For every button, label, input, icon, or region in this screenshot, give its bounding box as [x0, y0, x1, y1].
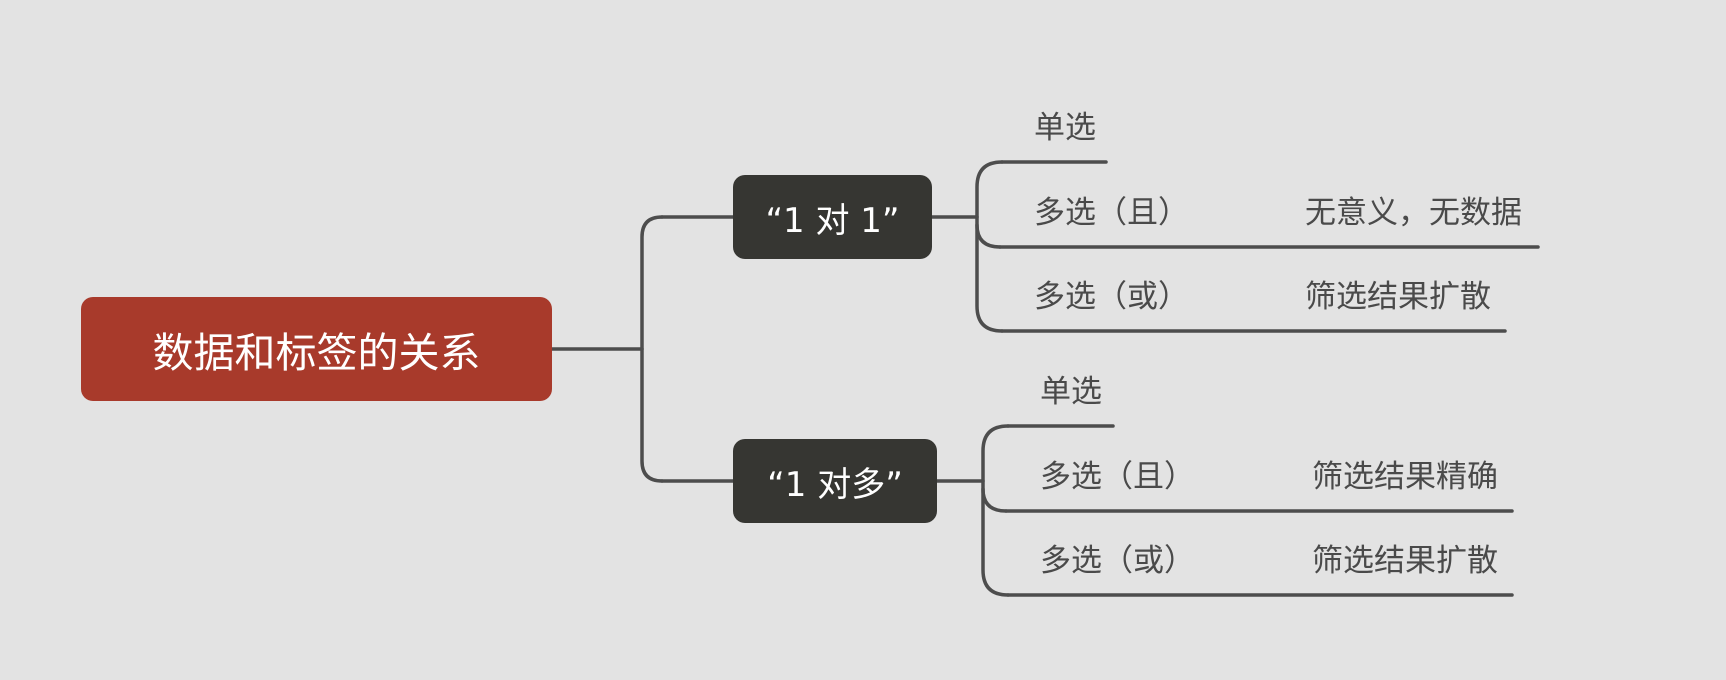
leaf-b-multi-or: 多选（或）: [1040, 543, 1195, 579]
branch-b-trunk: [981, 424, 1010, 597]
leaf-b-multi-and-result: 筛选结果精确: [1312, 459, 1498, 495]
leaf-a-multi-and: 多选（且）: [1034, 195, 1189, 231]
root-trunk: [640, 215, 664, 483]
branch-a-mid: [975, 223, 1002, 249]
leaf-b-multi-or-result: 筛选结果扩散: [1312, 543, 1498, 579]
branch-node-one-to-many: “1 对多”: [733, 439, 937, 523]
branch-a-trunk: [975, 160, 1004, 333]
root-node: 数据和标签的关系: [81, 297, 552, 401]
branch-node-one-to-one: “1 对 1”: [733, 175, 932, 259]
leaf-a-single-select: 单选: [1034, 110, 1096, 146]
leaf-a-multi-and-result: 无意义，无数据: [1305, 195, 1522, 231]
branch-b-mid: [981, 487, 1008, 513]
leaf-b-multi-and: 多选（且）: [1040, 459, 1195, 495]
leaf-b-single-select: 单选: [1040, 374, 1102, 410]
leaf-a-multi-or-result: 筛选结果扩散: [1305, 279, 1491, 315]
leaf-a-multi-or: 多选（或）: [1034, 279, 1189, 315]
